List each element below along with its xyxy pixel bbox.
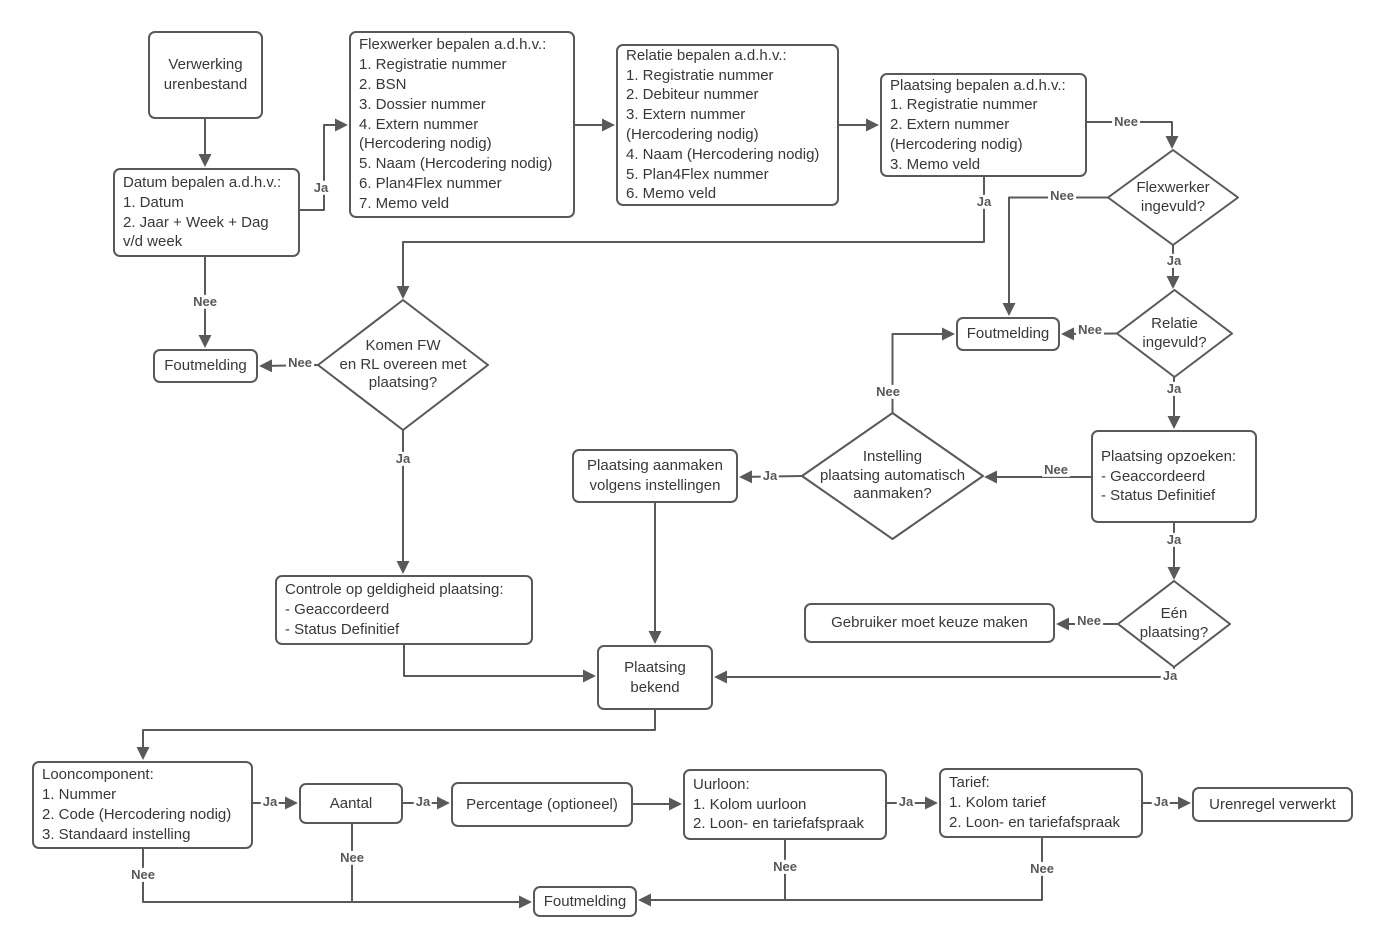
node-percentage: Percentage (optioneel)	[451, 782, 633, 827]
node-plaatsing-bekend-label: Plaatsing bekend	[624, 658, 686, 696]
edge-label-relatie-ja: Ja	[1164, 380, 1184, 397]
node-datum-bepalen-label: Datum bepalen a.d.h.v.: 1. Datum 2. Jaar…	[123, 173, 282, 251]
node-urenregel-verwerkt: Urenregel verwerkt	[1192, 787, 1353, 822]
edge-label-datum-nee: Nee	[191, 293, 219, 310]
decision-relatie-ingevuld-label: Relatie ingevuld?	[1142, 314, 1207, 351]
node-looncomponent: Looncomponent: 1. Nummer 2. Code (Hercod…	[32, 761, 253, 849]
edge-label-flexwerker-ja: Ja	[1164, 252, 1184, 269]
edge-label-plaatsing-nee: Nee	[1112, 113, 1140, 130]
node-flexwerker-bepalen: Flexwerker bepalen a.d.h.v.: 1. Registra…	[349, 31, 575, 218]
edge-label-plaatsing-ja: Ja	[974, 193, 994, 210]
edge-label-uurloon-nee: Nee	[771, 858, 799, 875]
node-foutmelding-bottom: Foutmelding	[533, 886, 637, 917]
edge-label-komen-nee: Nee	[286, 354, 314, 371]
edge-label-aantal-ja: Ja	[413, 793, 433, 810]
node-controle-geldigheid: Controle op geldigheid plaatsing: - Geac…	[275, 575, 533, 645]
decision-een-plaatsing: Eén plaatsing?	[1118, 581, 1230, 667]
edge-bekend-looncomponent	[136, 710, 656, 760]
edge-label-looncomponent-nee: Nee	[129, 866, 157, 883]
node-foutmelding-mid: Foutmelding	[956, 317, 1060, 351]
node-datum-bepalen: Datum bepalen a.d.h.v.: 1. Datum 2. Jaar…	[113, 168, 300, 257]
decision-instelling-label: Instelling plaatsing automatisch aanmake…	[819, 447, 966, 503]
node-percentage-label: Percentage (optioneel)	[466, 795, 618, 813]
decision-relatie-ingevuld: Relatie ingevuld?	[1117, 290, 1232, 377]
node-controle-geldigheid-label: Controle op geldigheid plaatsing: - Geac…	[285, 581, 504, 638]
node-flexwerker-bepalen-label: Flexwerker bepalen a.d.h.v.: 1. Registra…	[359, 36, 553, 212]
node-tarief-label: Tarief: 1. Kolom tarief 2. Loon- en tari…	[949, 774, 1120, 831]
node-uurloon-label: Uurloon: 1. Kolom uurloon 2. Loon- en ta…	[693, 775, 864, 833]
node-gebruiker-keuze: Gebruiker moet keuze maken	[804, 603, 1055, 643]
decision-flexwerker-ingevuld: Flexwerker ingevuld?	[1108, 150, 1238, 245]
edge-label-relatie-nee: Nee	[1076, 321, 1104, 338]
decision-komen-overeen: Komen FW en RL overeen met plaatsing?	[318, 300, 488, 430]
edge-label-datum-ja: Ja	[311, 179, 331, 196]
edge-label-instelling-ja: Ja	[760, 467, 780, 484]
edge-plaatsing-dkomen-ja	[396, 177, 985, 299]
node-foutmelding-left-label: Foutmelding	[164, 357, 247, 375]
node-foutmelding-mid-label: Foutmelding	[966, 325, 1050, 343]
edge-label-een-ja: Ja	[1160, 667, 1180, 684]
edge-label-komen-ja: Ja	[393, 450, 413, 467]
edge-controle-bekend	[403, 645, 596, 683]
decision-instelling-shape	[801, 412, 984, 540]
node-plaatsing-bepalen: Plaatsing bepalen a.d.h.v.: 1. Registrat…	[880, 73, 1087, 177]
decision-instelling: Instelling plaatsing automatisch aanmake…	[802, 413, 983, 539]
node-verwerking-urenbestand: Verwerking urenbestand	[148, 31, 263, 119]
edge-label-flexwerker-nee: Nee	[1048, 187, 1076, 204]
node-tarief: Tarief: 1. Kolom tarief 2. Loon- en tari…	[939, 768, 1143, 838]
decision-een-plaatsing-label: Eén plaatsing?	[1139, 605, 1209, 641]
edge-dflexwerker-foutmelding-nee	[1002, 196, 1108, 316]
node-verwerking-urenbestand-label: Verwerking urenbestand	[163, 56, 248, 93]
node-plaatsing-aanmaken-label: Plaatsing aanmaken volgens instellingen	[587, 457, 723, 494]
node-plaatsing-opzoeken-label: Plaatsing opzoeken: - Geaccordeerd - Sta…	[1101, 447, 1237, 505]
node-foutmelding-left: Foutmelding	[153, 349, 258, 383]
node-plaatsing-aanmaken: Plaatsing aanmaken volgens instellingen	[572, 449, 738, 503]
edge-deen-bekend-ja	[714, 667, 1175, 684]
edge-datum-flexwerker	[300, 118, 348, 211]
edge-label-tarief-ja: Ja	[1151, 793, 1171, 810]
edge-dinstelling-foutmelding-nee	[891, 327, 955, 413]
decision-komen-overeen-label: Komen FW en RL overeen met plaatsing?	[339, 336, 467, 392]
node-relatie-bepalen-label: Relatie bepalen a.d.h.v.: 1. Registratie…	[626, 46, 820, 203]
node-aantal: Aantal	[299, 783, 403, 824]
edge-tarief-foutmelding-nee	[638, 838, 1043, 907]
node-uurloon: Uurloon: 1. Kolom uurloon 2. Loon- en ta…	[683, 769, 887, 840]
edge-label-looncomponent-ja: Ja	[260, 793, 280, 810]
node-relatie-bepalen: Relatie bepalen a.d.h.v.: 1. Registratie…	[616, 44, 839, 206]
node-looncomponent-label: Looncomponent: 1. Nummer 2. Code (Hercod…	[42, 766, 232, 843]
edge-label-een-nee: Nee	[1075, 612, 1103, 629]
edge-label-opzoeken-nee: Nee	[1042, 461, 1070, 478]
node-aantal-label: Aantal	[329, 794, 373, 812]
edge-label-opzoeken-ja: Ja	[1164, 531, 1184, 548]
node-urenregel-verwerkt-label: Urenregel verwerkt	[1209, 795, 1336, 813]
edge-looncomponent-foutmelding-nee	[142, 849, 532, 909]
node-gebruiker-keuze-label: Gebruiker moet keuze maken	[831, 614, 1028, 632]
edge-label-tarief-nee: Nee	[1028, 860, 1056, 877]
edge-label-uurloon-ja: Ja	[896, 793, 916, 810]
node-plaatsing-bepalen-label: Plaatsing bepalen a.d.h.v.: 1. Registrat…	[890, 76, 1066, 173]
node-plaatsing-bekend: Plaatsing bekend	[597, 645, 713, 710]
decision-flexwerker-ingevuld-label: Flexwerker ingevuld?	[1136, 178, 1210, 215]
node-plaatsing-opzoeken: Plaatsing opzoeken: - Geaccordeerd - Sta…	[1091, 430, 1257, 523]
edge-label-instelling-nee: Nee	[874, 383, 902, 400]
node-foutmelding-bottom-label: Foutmelding	[543, 892, 627, 910]
edge-label-aantal-nee: Nee	[338, 849, 366, 866]
